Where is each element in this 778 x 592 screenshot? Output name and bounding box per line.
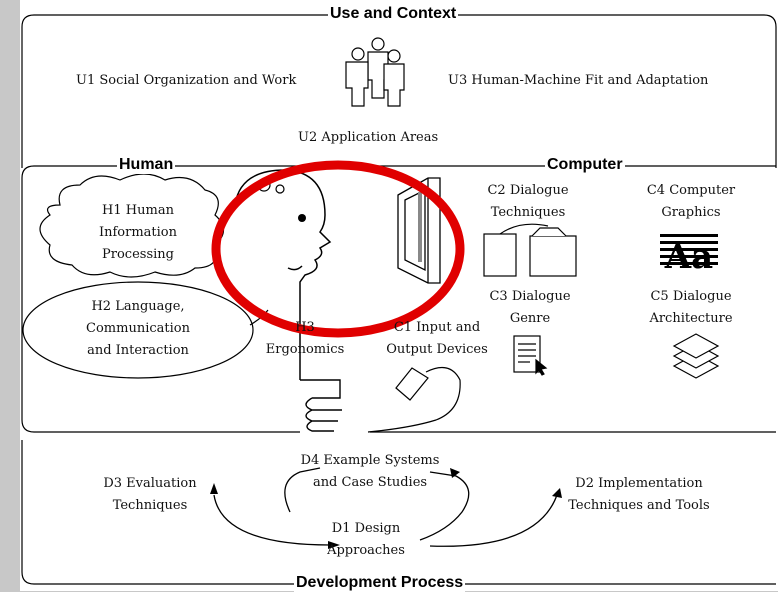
node-u2: U2 Application Areas: [298, 130, 439, 145]
title-development-process: Development Process: [294, 574, 466, 592]
people-icon: [345, 37, 405, 107]
title-human: Human: [117, 156, 176, 174]
title-computer: Computer: [545, 156, 625, 174]
windows-icon: [483, 223, 577, 277]
development-arrows: [213, 467, 559, 547]
mouse-icon: [367, 366, 461, 433]
h2-ellipse: [22, 281, 254, 379]
development-frame: [21, 440, 776, 585]
eye-dot: [298, 214, 306, 222]
red-highlight-ellipse: [211, 160, 465, 338]
layers-icon: [672, 333, 720, 379]
human-computer-frame: [21, 165, 776, 433]
development-arrowheads: [210, 468, 562, 549]
node-u3: U3 Human-Machine Fit and Adaptation: [448, 73, 709, 88]
title-use-and-context: Use and Context: [328, 5, 459, 23]
hand-icon: [300, 379, 342, 432]
use-context-frame: [21, 14, 777, 168]
svg-text:Aa: Aa: [664, 237, 713, 277]
human-head-icon: [234, 169, 332, 380]
graphics-letters-icon: Aa: [660, 234, 718, 277]
node-u1: U1 Social Organization and Work: [76, 73, 297, 88]
document-icon: [513, 335, 548, 376]
